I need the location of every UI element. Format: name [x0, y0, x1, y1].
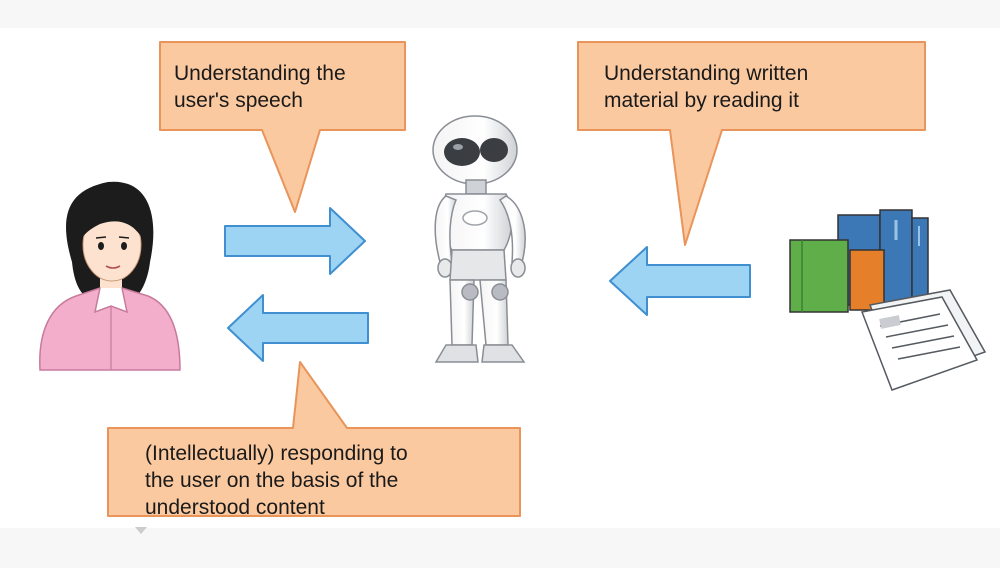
- newspaper-icon: [860, 289, 987, 391]
- arrow-left-icon: [227, 294, 369, 362]
- books-icon: [789, 209, 929, 313]
- arrow-right-icon: [224, 207, 366, 275]
- callout-reading: [577, 41, 926, 246]
- callout-response-text: (Intellectually) responding to the user …: [145, 442, 408, 519]
- callout-response: [107, 361, 521, 517]
- callout-speech: [159, 41, 406, 213]
- arrow-left-from-books-icon: [609, 246, 751, 316]
- woman-user-icon: [39, 181, 181, 371]
- humanoid-robot-icon: [432, 115, 526, 363]
- callout-speech-text: Understanding the user's speech: [174, 62, 346, 112]
- callout-reading-text: Understanding written material by readin…: [604, 62, 809, 112]
